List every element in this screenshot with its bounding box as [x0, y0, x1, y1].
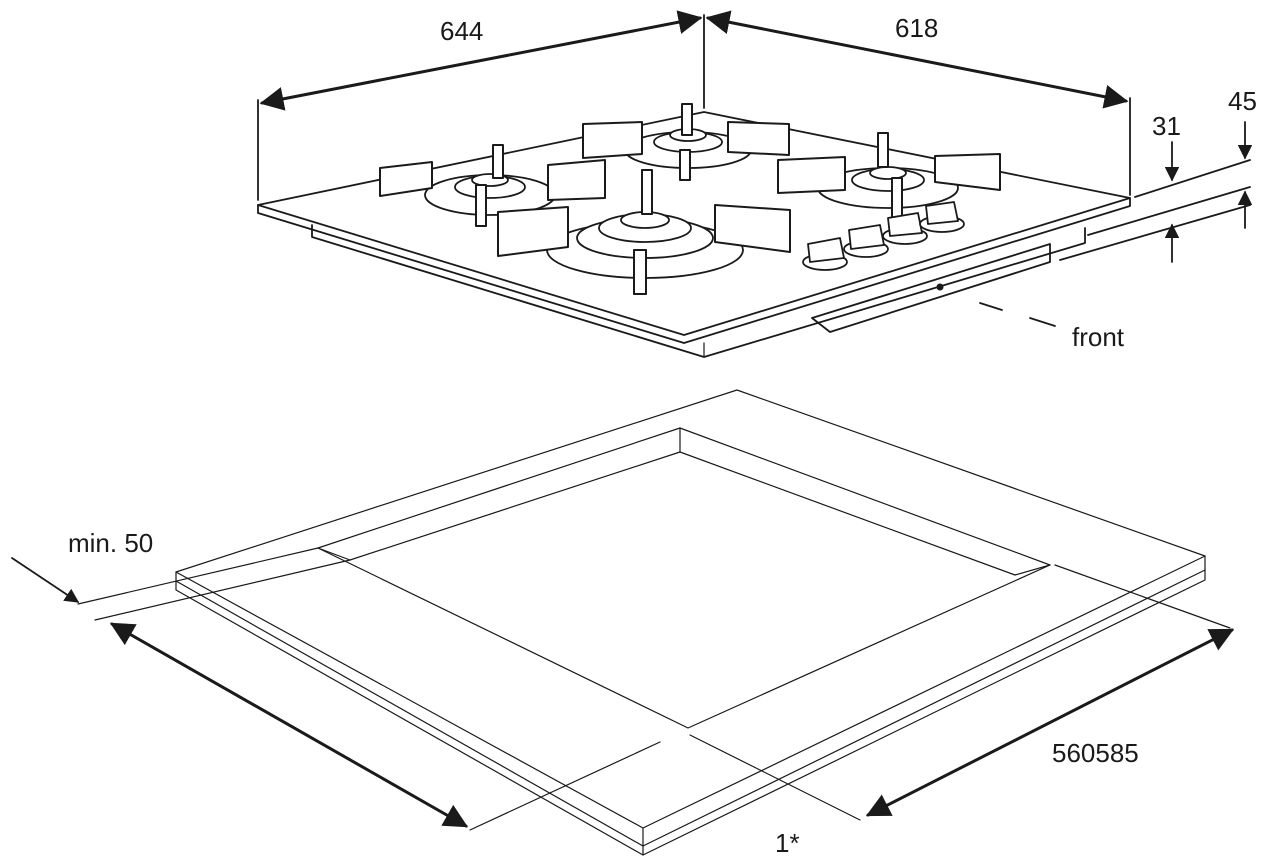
note-label: 1*: [775, 828, 800, 856]
dimension-31-label: 31: [1152, 111, 1181, 141]
front-indicator: front: [979, 302, 1125, 352]
dimension-depth: 618: [705, 10, 1131, 196]
dimension-45-label: 45: [1228, 86, 1257, 116]
knob-4: [919, 201, 965, 233]
dimension-width-label: 644: [440, 16, 483, 46]
cutout-label: 560585: [1052, 738, 1139, 768]
worktop-edge: [175, 555, 1206, 856]
dimension-cutout-depth: [109, 622, 469, 828]
dimension-depth-label: 618: [895, 13, 938, 43]
dimension-cutout-width: 560585: [865, 628, 1235, 817]
hob-control-panel: [811, 243, 1051, 333]
knob-3: [882, 212, 928, 245]
burner-rear-left: [379, 144, 606, 227]
control-panel-indicator: [936, 283, 944, 291]
dimension-min-distance: min. 50: [11, 528, 153, 603]
knob-1: [802, 237, 848, 271]
burner-rear-right: [777, 132, 1001, 219]
hob-drawing: 644 618 31 45 front: [257, 10, 1257, 358]
burner-front-wok: [497, 169, 791, 295]
min-distance-label: min. 50: [68, 528, 153, 558]
dimension-width: 644: [257, 10, 705, 201]
knob-2: [843, 224, 889, 258]
cutout-opening: [317, 427, 1051, 729]
front-label: front: [1072, 322, 1125, 352]
worktop-drawing: min. 50 560585 1*: [11, 389, 1235, 856]
burner-rear-centre: [582, 103, 790, 181]
dimension-heights: 31 45: [1059, 86, 1257, 263]
control-knobs: [802, 201, 965, 271]
